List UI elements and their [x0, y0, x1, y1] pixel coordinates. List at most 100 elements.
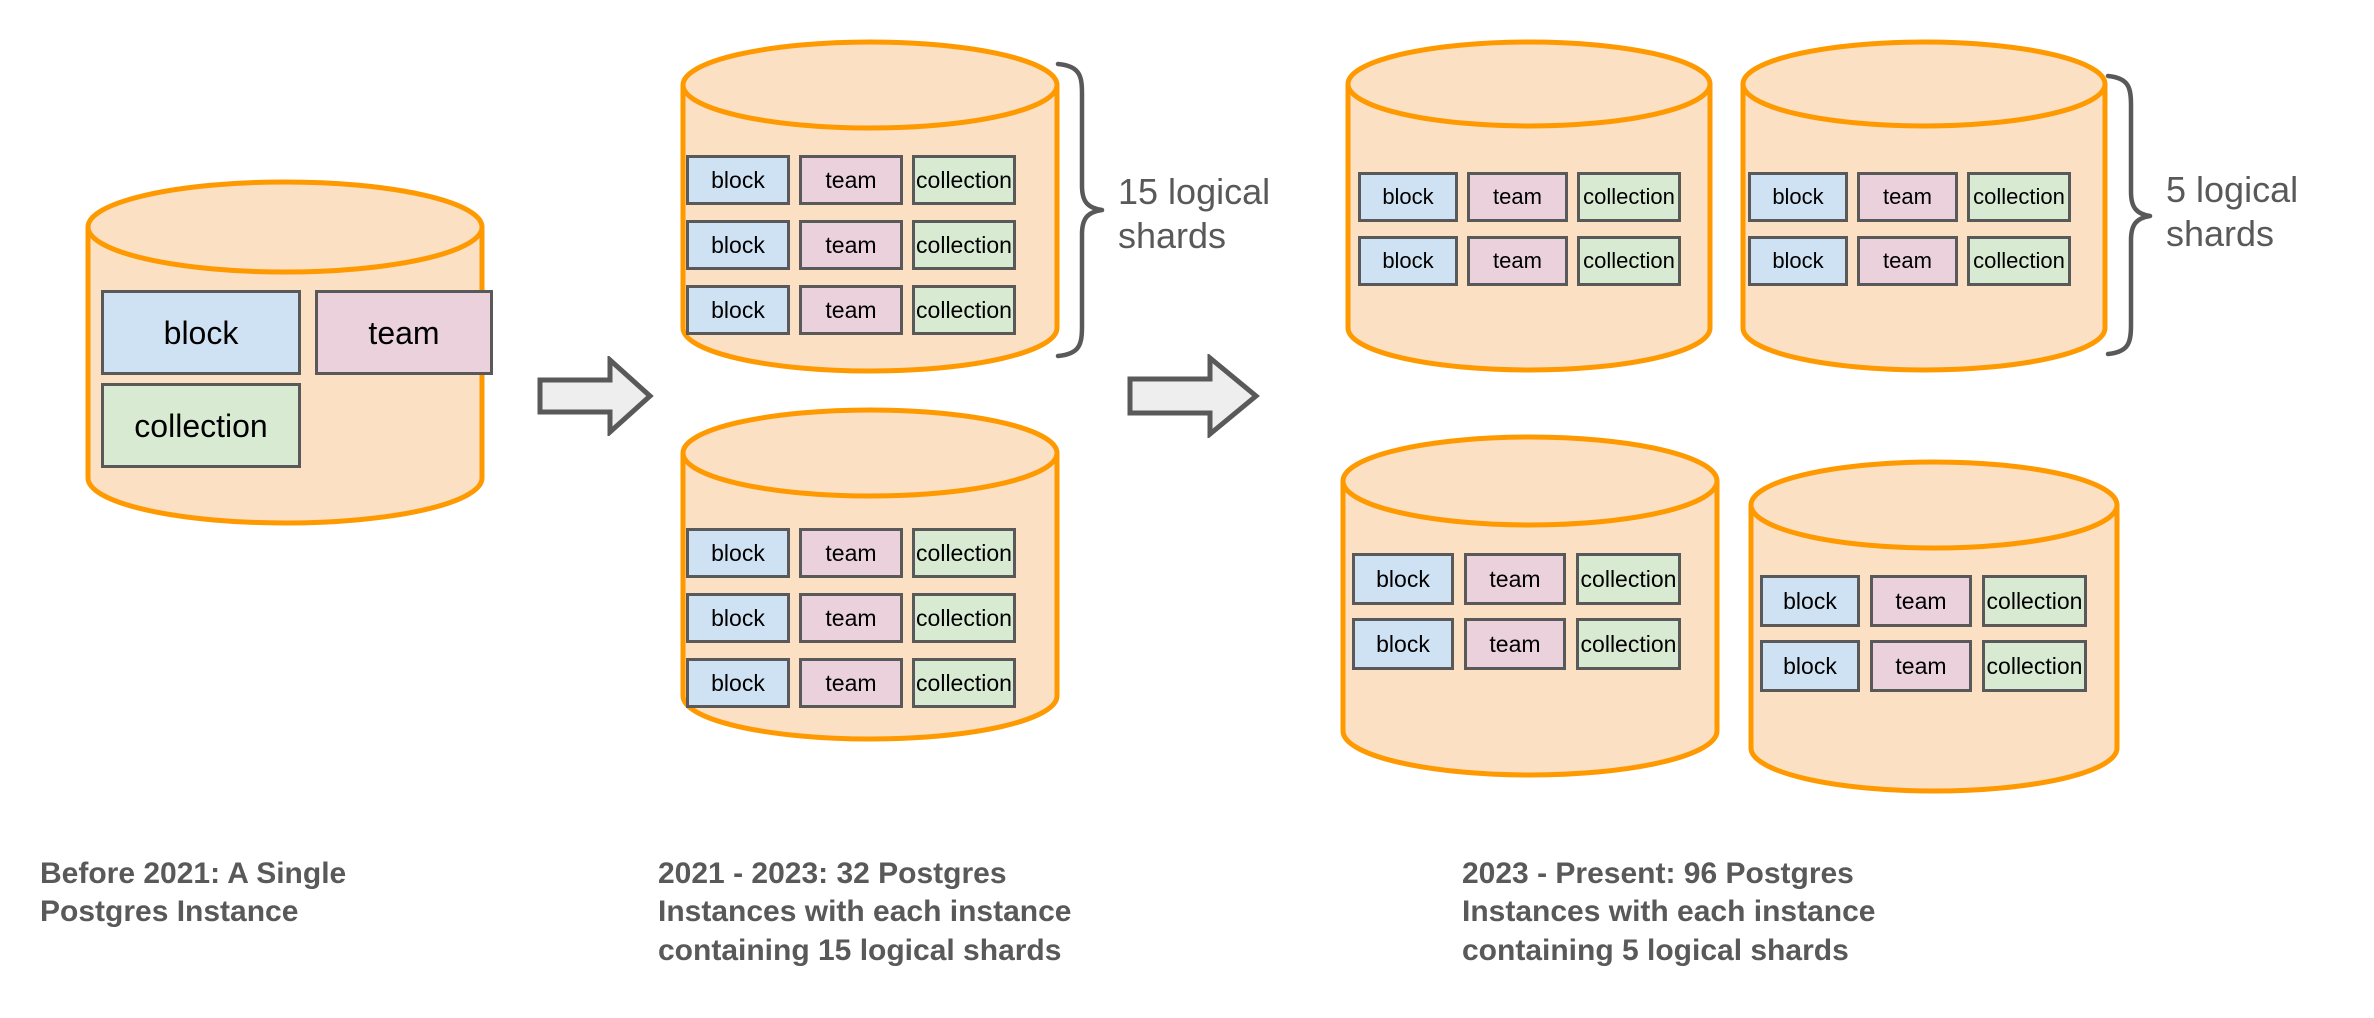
table-box-team[interactable]: team [1464, 618, 1566, 670]
table-box-team[interactable]: team [1857, 236, 1958, 286]
table-box-team[interactable]: team [799, 658, 903, 708]
table-box-collection[interactable]: collection [1577, 236, 1681, 286]
table-box-block[interactable]: block [1358, 172, 1458, 222]
brace-label-line: shards [2166, 212, 2275, 254]
table-box-block[interactable]: block [1352, 553, 1454, 605]
table-box-collection[interactable]: collection [912, 528, 1016, 578]
table-box-collection[interactable]: collection [1576, 553, 1681, 605]
table-row: block team collection [1352, 618, 1681, 670]
stage3-top-right-shard-grid: block team collection block team collect… [1748, 172, 2071, 286]
table-box-block[interactable]: block [686, 593, 790, 643]
table-row: block team collection [1760, 575, 2087, 627]
cylinder-top [1740, 39, 2108, 129]
table-box-block[interactable]: block [1352, 618, 1454, 670]
caption-line: Instances with each instance [658, 895, 1072, 929]
table-row: block team collection [686, 658, 1016, 708]
stage2-brace-label: 15 logical shards [1118, 170, 1338, 258]
table-box-collection[interactable]: collection [1967, 172, 2071, 222]
table-box-block[interactable]: block [101, 290, 301, 375]
table-box-team[interactable]: team [799, 220, 903, 270]
table-box-team[interactable]: team [799, 593, 903, 643]
table-box-collection[interactable]: collection [101, 383, 301, 468]
table-box-team[interactable]: team [1870, 640, 1972, 692]
caption-line: 2021 - 2023: 32 Postgres [658, 857, 1007, 890]
stage2-bottom-shard-grid: block team collection block team collect… [686, 528, 1016, 708]
stage1-caption: Before 2021: A Single Postgres Instance [40, 855, 470, 932]
table-row: block team collection [1352, 553, 1681, 605]
table-box-collection[interactable]: collection [912, 593, 1016, 643]
stage3-brace-label: 5 logical shards [2166, 168, 2374, 256]
table-box-collection[interactable]: collection [1967, 236, 2071, 286]
table-box-team[interactable]: team [315, 290, 493, 375]
cylinder-top [85, 179, 485, 275]
stage3-caption: 2023 - Present: 96 Postgres Instances wi… [1462, 855, 2062, 970]
table-box-block[interactable]: block [1760, 640, 1860, 692]
table-row: block team collection [686, 593, 1016, 643]
table-box-team[interactable]: team [1464, 553, 1566, 605]
table-box-block[interactable]: block [686, 658, 790, 708]
table-box-block[interactable]: block [1748, 172, 1848, 222]
stage3-cylinder-top-left [1345, 39, 1713, 373]
stage3-top-left-shard-grid: block team collection block team collect… [1358, 172, 1681, 286]
curly-brace-icon [2105, 73, 2153, 357]
table-box-collection[interactable]: collection [1982, 640, 2087, 692]
table-row: collection [101, 383, 493, 468]
caption-line: Instances with each instance [1462, 895, 1876, 929]
brace-label-line: 5 logical [2166, 169, 2299, 210]
table-box-collection[interactable]: collection [1576, 618, 1681, 670]
table-box-block[interactable]: block [686, 528, 790, 578]
cylinder-top [1748, 459, 2120, 551]
stage3-brace [2104, 72, 2166, 358]
table-box-block[interactable]: block [1760, 575, 1860, 627]
table-box-team[interactable]: team [799, 155, 903, 205]
table-box-block[interactable]: block [686, 220, 790, 270]
table-box-team[interactable]: team [1467, 236, 1568, 286]
stage3-cylinder-top-right [1740, 39, 2108, 373]
right-arrow-icon [537, 354, 654, 438]
table-box-collection[interactable]: collection [1577, 172, 1681, 222]
table-box-collection[interactable]: collection [912, 155, 1016, 205]
table-row: block team collection [1748, 236, 2071, 286]
brace-label-line: shards [1118, 214, 1227, 256]
table-row: block team collection [1760, 640, 2087, 692]
table-box-block[interactable]: block [686, 285, 790, 335]
stage1-table-group: block team collection [101, 290, 493, 468]
table-box-collection[interactable]: collection [912, 220, 1016, 270]
stage2-caption: 2021 - 2023: 32 Postgres Instances with … [658, 855, 1238, 970]
arrow-2 [1126, 352, 1260, 440]
right-arrow-icon [1127, 352, 1260, 440]
table-box-team[interactable]: team [1870, 575, 1972, 627]
cylinder-body [1740, 81, 2108, 373]
cylinder-top [1340, 434, 1720, 528]
table-box-collection[interactable]: collection [912, 285, 1016, 335]
stage2-top-shard-grid: block team collection block team collect… [686, 155, 1016, 335]
curly-brace-icon [1055, 61, 1105, 359]
table-box-collection[interactable]: collection [912, 658, 1016, 708]
cylinder-top [680, 407, 1060, 499]
table-row: block team collection [1358, 172, 1681, 222]
table-box-block[interactable]: block [1748, 236, 1848, 286]
table-box-team[interactable]: team [1467, 172, 1568, 222]
cylinder-body [1345, 81, 1713, 373]
cylinder-top [680, 39, 1060, 131]
caption-line: 2023 - Present: 96 Postgres [1462, 857, 1854, 890]
table-box-team[interactable]: team [1857, 172, 1958, 222]
table-row: block team collection [1748, 172, 2071, 222]
caption-line: Before 2021: A Single [40, 857, 347, 890]
table-box-team[interactable]: team [799, 285, 903, 335]
table-box-collection[interactable]: collection [1982, 575, 2087, 627]
table-row: block team collection [686, 285, 1016, 335]
arrow-1 [536, 354, 654, 438]
table-row: block team collection [1358, 236, 1681, 286]
table-box-block[interactable]: block [686, 155, 790, 205]
table-row: block team [101, 290, 493, 375]
caption-line: containing 5 logical shards [1462, 933, 1849, 967]
caption-line: Postgres Instance [40, 895, 299, 929]
table-row: block team collection [686, 220, 1016, 270]
table-row: block team collection [686, 528, 1016, 578]
brace-label-line: 15 logical [1118, 171, 1271, 212]
stage3-bottom-right-shard-grid: block team collection block team collect… [1760, 575, 2087, 692]
table-box-team[interactable]: team [799, 528, 903, 578]
table-box-block[interactable]: block [1358, 236, 1458, 286]
